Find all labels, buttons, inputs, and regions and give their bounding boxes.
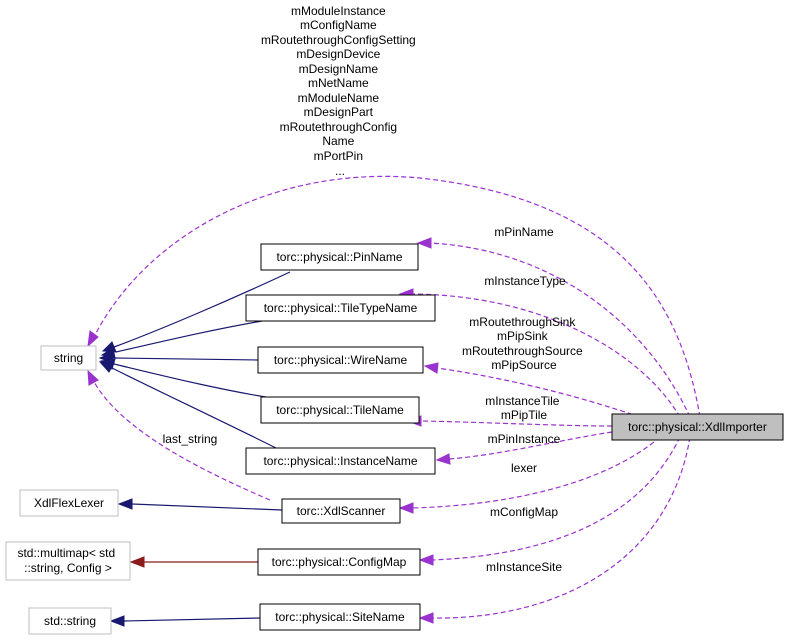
label-mpinname: mPinName [494,225,554,239]
arrowhead-xdlflexlexer [117,498,133,510]
label-ellipsis: ... [335,164,345,178]
edge-importer-to-configmap [431,436,681,561]
label-mdesigndevice: mDesignDevice [296,47,380,61]
string-members-label: mModuleInstance mConfigName mRoutethroug… [261,4,419,178]
label-minstancetype: mInstanceType [484,274,566,288]
tilename-members-label: mInstanceTile mPipTile [485,394,563,422]
label-mconfigmap: mConfigMap [490,505,558,519]
usage-edges [87,175,701,624]
arrowhead-multimap [129,556,145,568]
label-mroutethroughsource: mRoutethroughSource [462,344,583,358]
edge-wirename-to-string [113,357,259,361]
node-xdlimporter[interactable]: torc::physical::XdlImporter [611,413,784,441]
label-mmoduleinstance: mModuleInstance [291,4,386,18]
label-mroutethroughconfig: mRoutethroughConfig [280,120,397,134]
node-multimap-label: std::multimap< std ::string, Config > [17,546,118,575]
arrowhead-importer-configmap [418,554,434,566]
label-mroutethroughconfigsetting: mRoutethroughConfigSetting [261,33,416,47]
node-string[interactable]: string [40,345,97,371]
arrowhead-instancename [98,361,115,373]
inheritance-edges [98,271,291,627]
node-tilename[interactable]: torc::physical::TileName [260,396,420,424]
node-string-label: string [54,351,83,365]
edge-importer-to-xdlscanner [411,436,661,509]
arrowhead-importer-instancename [435,453,451,465]
arrowhead-importer-sitename [418,612,434,624]
label-last-string: last_string [163,432,218,446]
label-mpininstance: mPinInstance [488,432,561,446]
edge-importer-to-wirename [436,367,641,418]
edge-tilename-to-string [113,363,273,399]
edge-importer-to-instancename [448,431,613,460]
node-stdstring-label: std::string [44,614,96,628]
edge-importer-to-pinname [429,242,691,418]
label-mmodulename: mModuleName [298,91,380,105]
edge-importer-to-sitename [431,436,691,619]
label-name: Name [322,134,354,148]
edge-xdlscanner-to-xdlflexlexer [131,503,283,511]
edge-instancename-to-string [111,367,277,449]
node-xdlimporter-label: torc::physical::XdlImporter [628,420,767,434]
label-mpiptile: mPipTile [501,408,548,422]
arrowhead-stdstring [109,615,125,627]
arrowhead-importer-wirename [423,362,439,374]
edge-pinname-to-string [113,271,291,348]
node-stdstring[interactable]: std::string [28,607,112,635]
label-mconfigname: mConfigName [300,18,377,32]
edge-importer-to-tiletypename [411,293,681,418]
node-xdlflexlexer-label: XdlFlexLexer [34,496,104,510]
node-instancename[interactable]: torc::physical::InstanceName [245,447,436,475]
label-mpipsource: mPipSource [491,358,557,372]
node-multimap-line2: ::string, Config > [24,561,112,575]
node-sitename[interactable]: torc::physical::SiteName [259,603,421,631]
edge-importer-to-tilename [419,420,613,427]
node-xdlflexlexer[interactable]: XdlFlexLexer [19,489,119,517]
arrowhead-xdlscanner-string [87,369,99,386]
node-multimap-line1: std::multimap< std [17,546,115,560]
edge-tiletypename-to-string [115,320,263,353]
label-mdesignname: mDesignName [299,62,379,76]
edge-xdlscanner-to-string [92,379,271,501]
node-pinname[interactable]: torc::physical::PinName [260,243,419,271]
node-configmap-label: torc::physical::ConfigMap [272,555,407,569]
arrowhead-importer-string [87,330,99,348]
node-wirename[interactable]: torc::physical::WireName [257,346,424,374]
wirename-members-label: mRoutethroughSink mPipSink mRoutethrough… [462,315,586,372]
arrowhead-importer-xdlscanner [398,502,414,514]
label-mportpin: mPortPin [314,149,363,163]
arrowhead-importer-pinname [416,237,432,249]
node-tiletypename-label: torc::physical::TileTypeName [264,301,418,315]
label-mpipsink: mPipSink [497,329,549,343]
edge-sitename-to-stdstring [123,617,261,622]
node-xdlscanner[interactable]: torc::XdlScanner [281,498,401,524]
label-mnetname: mNetName [308,76,369,90]
node-sitename-label: torc::physical::SiteName [275,610,405,624]
node-xdlscanner-label: torc::XdlScanner [297,504,386,518]
node-wirename-label: torc::physical::WireName [274,353,408,367]
node-configmap[interactable]: torc::physical::ConfigMap [257,548,421,576]
node-tilename-label: torc::physical::TileName [276,403,404,417]
template-edges [129,556,258,568]
edge-importer-to-string [94,175,701,418]
node-pinname-label: torc::physical::PinName [276,250,402,264]
label-minstancetile: mInstanceTile [485,394,560,408]
node-multimap[interactable]: std::multimap< std ::string, Config > [5,541,131,581]
node-instancename-label: torc::physical::InstanceName [263,454,417,468]
label-mdesignpart: mDesignPart [304,105,374,119]
edge-labels: mModuleInstance mConfigName mRoutethroug… [163,4,586,574]
label-lexer: lexer [511,461,537,475]
label-mroutethroughsink: mRoutethroughSink [469,315,576,329]
node-tiletypename[interactable]: torc::physical::TileTypeName [245,294,436,322]
label-minstancesite: mInstanceSite [486,560,562,574]
